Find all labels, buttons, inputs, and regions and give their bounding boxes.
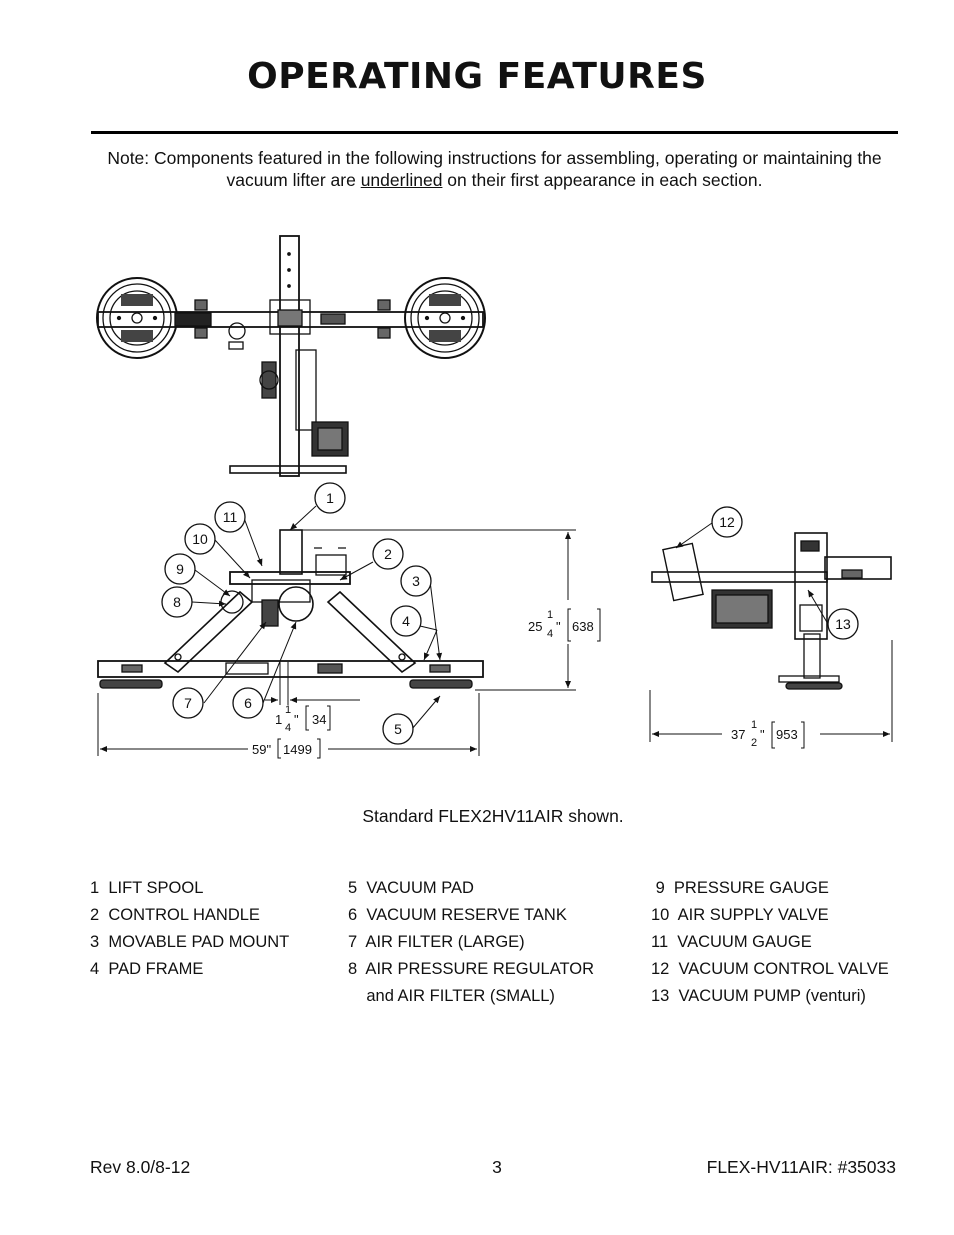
legend-item: 5 VACUUM PAD xyxy=(348,879,474,897)
callout-13: 13 xyxy=(827,608,859,640)
technical-drawing: 25 1 4 " 638 59" 1499 1 1 4 " 34 37 1 2 … xyxy=(96,235,893,759)
footer-page-number: 3 xyxy=(492,1157,502,1177)
svg-text:2: 2 xyxy=(384,546,392,562)
callout-5: 5 xyxy=(382,713,414,745)
pad-dim-inch: " xyxy=(294,712,299,727)
height-dim-num: 1 xyxy=(547,609,553,621)
svg-text:7: 7 xyxy=(184,695,192,711)
legend-item: 6 VACUUM RESERVE TANK xyxy=(348,906,567,924)
legend-item: 2 CONTROL HANDLE xyxy=(90,906,260,924)
height-dim-inch: " xyxy=(556,619,561,634)
legend-item: 10 AIR SUPPLY VALVE xyxy=(651,906,829,924)
callout-12: 12 xyxy=(711,506,743,538)
dimension-brackets xyxy=(277,608,805,759)
side-dim-num: 1 xyxy=(751,719,757,731)
height-dim-whole: 25 xyxy=(528,619,542,634)
pad-dim-whole: 1 xyxy=(275,712,282,727)
svg-text:4: 4 xyxy=(402,613,410,629)
dimension-labels: 25 1 4 " 638 59" 1499 1 1 4 " 34 37 1 2 … xyxy=(252,609,798,757)
legend-item: 1 LIFT SPOOL xyxy=(90,879,204,897)
legend-item: 8 AIR PRESSURE REGULATOR xyxy=(348,960,595,978)
callout-2: 2 xyxy=(372,538,404,570)
side-dim-inch: " xyxy=(760,727,765,742)
callout-8: 8 xyxy=(161,586,193,618)
legend-column-3: 9 PRESSURE GAUGE 10 AIR SUPPLY VALVE 11 … xyxy=(651,875,889,1010)
svg-text:12: 12 xyxy=(719,514,735,530)
callout-4: 4 xyxy=(390,605,422,637)
page-title: OPERATING FEATURES xyxy=(247,56,707,97)
callout-9: 9 xyxy=(164,553,196,585)
front-view xyxy=(97,529,484,689)
callout-1: 1 xyxy=(314,482,346,514)
height-dim-mm: 638 xyxy=(572,619,594,634)
legend-item: 4 PAD FRAME xyxy=(90,960,204,978)
pad-dim-mm: 34 xyxy=(312,712,326,727)
side-view xyxy=(651,532,892,690)
width-dim-label: 59" xyxy=(252,742,271,757)
note-paragraph: Note: Components featured in the followi… xyxy=(91,147,898,191)
svg-text:8: 8 xyxy=(173,594,181,610)
footer-revision: Rev 8.0/8-12 xyxy=(90,1157,191,1177)
pad-dim-num: 1 xyxy=(285,704,291,716)
side-dim-den: 2 xyxy=(751,737,757,749)
legend-item: 11 VACUUM GAUGE xyxy=(651,933,812,951)
callout-leaders xyxy=(191,505,829,730)
svg-text:3: 3 xyxy=(412,573,420,589)
legend-item: 13 VACUUM PUMP (venturi) xyxy=(651,987,866,1005)
height-dim-den: 4 xyxy=(547,628,553,640)
top-view xyxy=(96,235,486,477)
figure-caption: Standard FLEX2HV11AIR shown. xyxy=(362,806,624,826)
legend-column-2: 5 VACUUM PAD 6 VACUUM RESERVE TANK 7 AIR… xyxy=(348,875,594,1010)
svg-text:6: 6 xyxy=(244,695,252,711)
side-dim-mm: 953 xyxy=(776,727,798,742)
svg-text:11: 11 xyxy=(223,509,238,525)
svg-text:13: 13 xyxy=(835,616,851,632)
side-dim-whole: 37 xyxy=(731,727,745,742)
width-dim-mm: 1499 xyxy=(283,742,312,757)
note-text-after: on their first appearance in each sectio… xyxy=(442,170,763,190)
title-rule xyxy=(91,131,898,134)
callout-3: 3 xyxy=(400,565,432,597)
callout-10: 10 xyxy=(184,523,216,555)
svg-text:10: 10 xyxy=(192,531,208,547)
legend-item: and AIR FILTER (SMALL) xyxy=(348,987,555,1005)
svg-text:1: 1 xyxy=(326,490,334,506)
legend-item: 12 VACUUM CONTROL VALVE xyxy=(651,960,889,978)
svg-text:9: 9 xyxy=(176,561,184,577)
legend-column-1: 1 LIFT SPOOL 2 CONTROL HANDLE 3 MOVABLE … xyxy=(90,875,289,983)
legend-item: 7 AIR FILTER (LARGE) xyxy=(348,933,525,951)
legend-item: 9 PRESSURE GAUGE xyxy=(651,879,829,897)
legend-item: 3 MOVABLE PAD MOUNT xyxy=(90,933,290,951)
callouts: 1 2 3 4 5 6 7 8 9 10 11 12 13 xyxy=(161,482,859,745)
note-text-before: Note: Components featured in the followi… xyxy=(107,148,882,190)
svg-text:5: 5 xyxy=(394,721,402,737)
callout-11: 11 xyxy=(214,501,246,533)
pad-dim-den: 4 xyxy=(285,722,291,734)
callout-6: 6 xyxy=(232,687,264,719)
callout-7: 7 xyxy=(172,687,204,719)
note-underlined-word: underlined xyxy=(360,170,443,190)
footer-model-number: FLEX-HV11AIR: #35033 xyxy=(706,1157,896,1177)
dimension-lines xyxy=(97,529,893,756)
